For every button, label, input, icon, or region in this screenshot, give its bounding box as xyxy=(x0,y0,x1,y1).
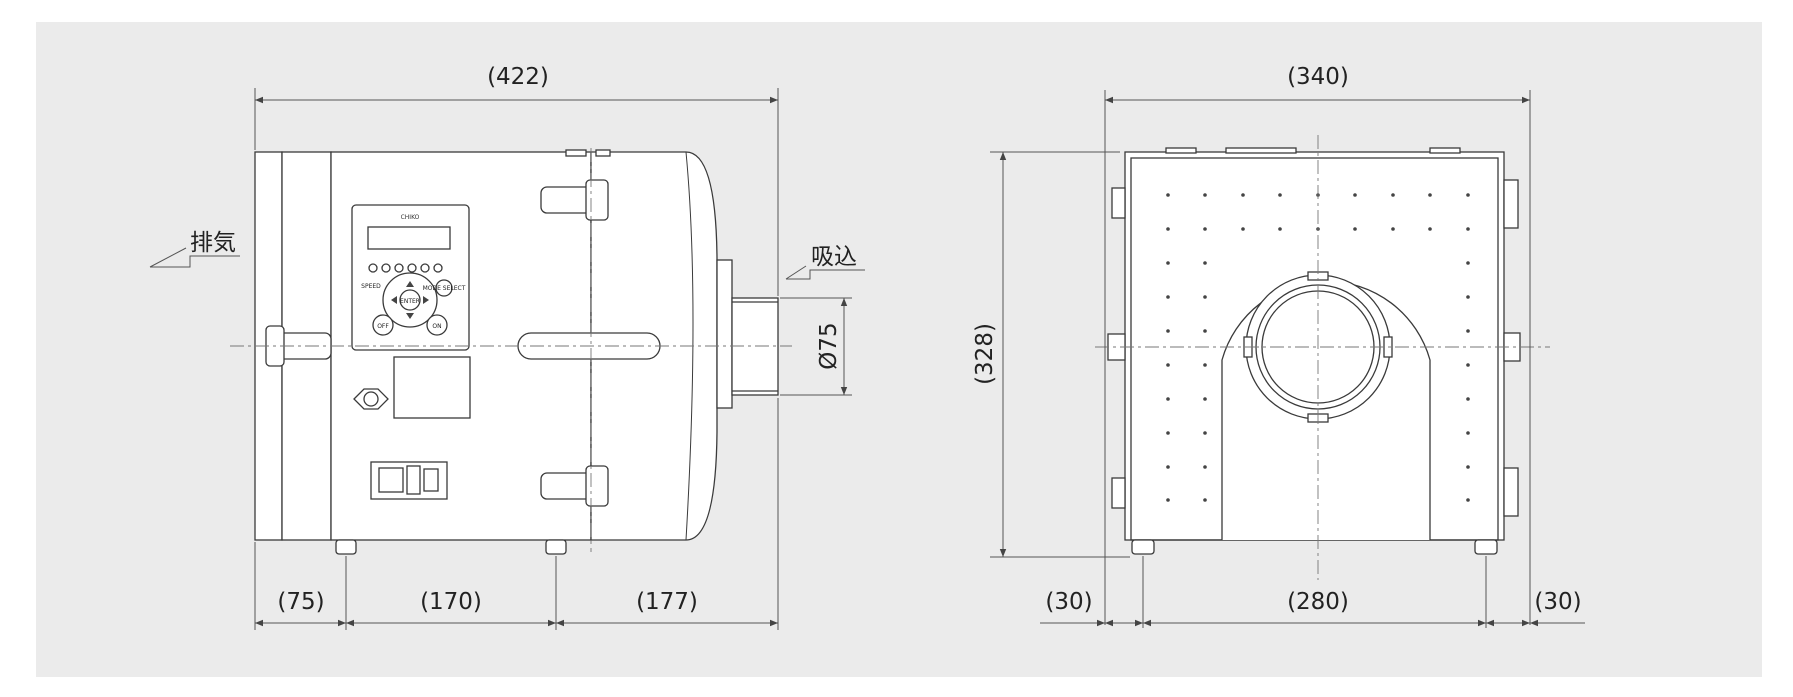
vent-dot xyxy=(1466,498,1470,502)
vent-dot xyxy=(1166,465,1170,469)
side-overall-width: (422) xyxy=(487,64,549,90)
controller-indicator-label: SPEED xyxy=(361,283,381,290)
vent-dot xyxy=(1466,431,1470,435)
side-segment-left: (75) xyxy=(277,589,324,615)
side-segment-middle: (170) xyxy=(420,589,482,615)
vent-dot xyxy=(1278,193,1282,197)
vent-dot xyxy=(1203,498,1207,502)
left-hinge xyxy=(1111,187,1126,219)
vent-dot xyxy=(1203,227,1207,231)
connector-icon xyxy=(353,388,389,410)
side-dimension-lines xyxy=(149,88,865,630)
vent-dot xyxy=(1466,261,1470,265)
power-switch xyxy=(423,468,439,492)
ventilation-dots xyxy=(1166,193,1470,502)
mode-label: MODE SELECT xyxy=(423,285,466,292)
side-view xyxy=(254,149,779,555)
vent-dot xyxy=(1166,498,1170,502)
front-segment-left: (30) xyxy=(1045,589,1092,615)
vent-dot xyxy=(1466,227,1470,231)
vent-dot xyxy=(1166,397,1170,401)
vent-dot xyxy=(1166,329,1170,333)
vent-dot xyxy=(1203,295,1207,299)
vent-dot xyxy=(1466,465,1470,469)
front-segment-right: (30) xyxy=(1534,589,1581,615)
vent-dot xyxy=(1353,193,1357,197)
vent-dot xyxy=(1466,363,1470,367)
vent-dot xyxy=(1203,329,1207,333)
vent-dot xyxy=(1241,193,1245,197)
inlet-ring xyxy=(716,259,733,409)
off-button xyxy=(372,314,394,336)
foot xyxy=(1131,539,1155,555)
vent-dot xyxy=(1166,227,1170,231)
on-button xyxy=(426,314,448,336)
controller-brand: CHIKO xyxy=(401,214,420,221)
side-centerlines xyxy=(230,148,792,552)
vent-dot xyxy=(1203,261,1207,265)
vent-dot xyxy=(1391,193,1395,197)
vent-dot xyxy=(1203,193,1207,197)
vent-dot xyxy=(1203,363,1207,367)
vent-dot xyxy=(1428,227,1432,231)
vent-dot xyxy=(1353,227,1357,231)
on-label: ON xyxy=(432,323,441,330)
foot xyxy=(335,539,357,555)
front-overall-width: (340) xyxy=(1287,64,1349,90)
vent-dot xyxy=(1466,397,1470,401)
enter-label: ENTER xyxy=(400,298,420,305)
vent-dot xyxy=(1166,363,1170,367)
vent-dot xyxy=(1166,193,1170,197)
foot xyxy=(1474,539,1498,555)
right-bracket xyxy=(1503,467,1519,517)
controller-indicators xyxy=(368,263,443,273)
vent-dot xyxy=(1466,295,1470,299)
front-view xyxy=(1107,147,1521,555)
vent-dot xyxy=(1466,329,1470,333)
controller-display xyxy=(367,226,451,250)
left-hinge xyxy=(1111,477,1126,509)
vent-dot xyxy=(1278,227,1282,231)
foot xyxy=(545,539,567,555)
vent-dot xyxy=(1203,465,1207,469)
front-dimension-lines xyxy=(990,90,1585,628)
vent-dot xyxy=(1166,295,1170,299)
vent-dot xyxy=(1428,193,1432,197)
intake-label: 吸込 xyxy=(811,244,857,270)
vent-dot xyxy=(1466,193,1470,197)
right-bracket xyxy=(1503,179,1519,229)
side-segment-right: (177) xyxy=(636,589,698,615)
vent-dot xyxy=(1166,431,1170,435)
front-segment-middle: (280) xyxy=(1287,589,1349,615)
sight-window xyxy=(393,356,471,419)
vent-dot xyxy=(1166,261,1170,265)
vent-dot xyxy=(1241,227,1245,231)
inlet-diameter: Ø75 xyxy=(816,322,842,369)
front-centerlines xyxy=(1095,135,1550,580)
off-label: OFF xyxy=(377,323,389,330)
enter-button xyxy=(399,289,421,311)
vent-dot xyxy=(1203,397,1207,401)
inlet-nozzle xyxy=(731,297,779,396)
front-overall-height: (328) xyxy=(972,323,998,385)
exhaust-label: 排気 xyxy=(190,230,236,256)
mode-button xyxy=(435,279,453,297)
vent-dot xyxy=(1203,431,1207,435)
vent-dot xyxy=(1391,227,1395,231)
